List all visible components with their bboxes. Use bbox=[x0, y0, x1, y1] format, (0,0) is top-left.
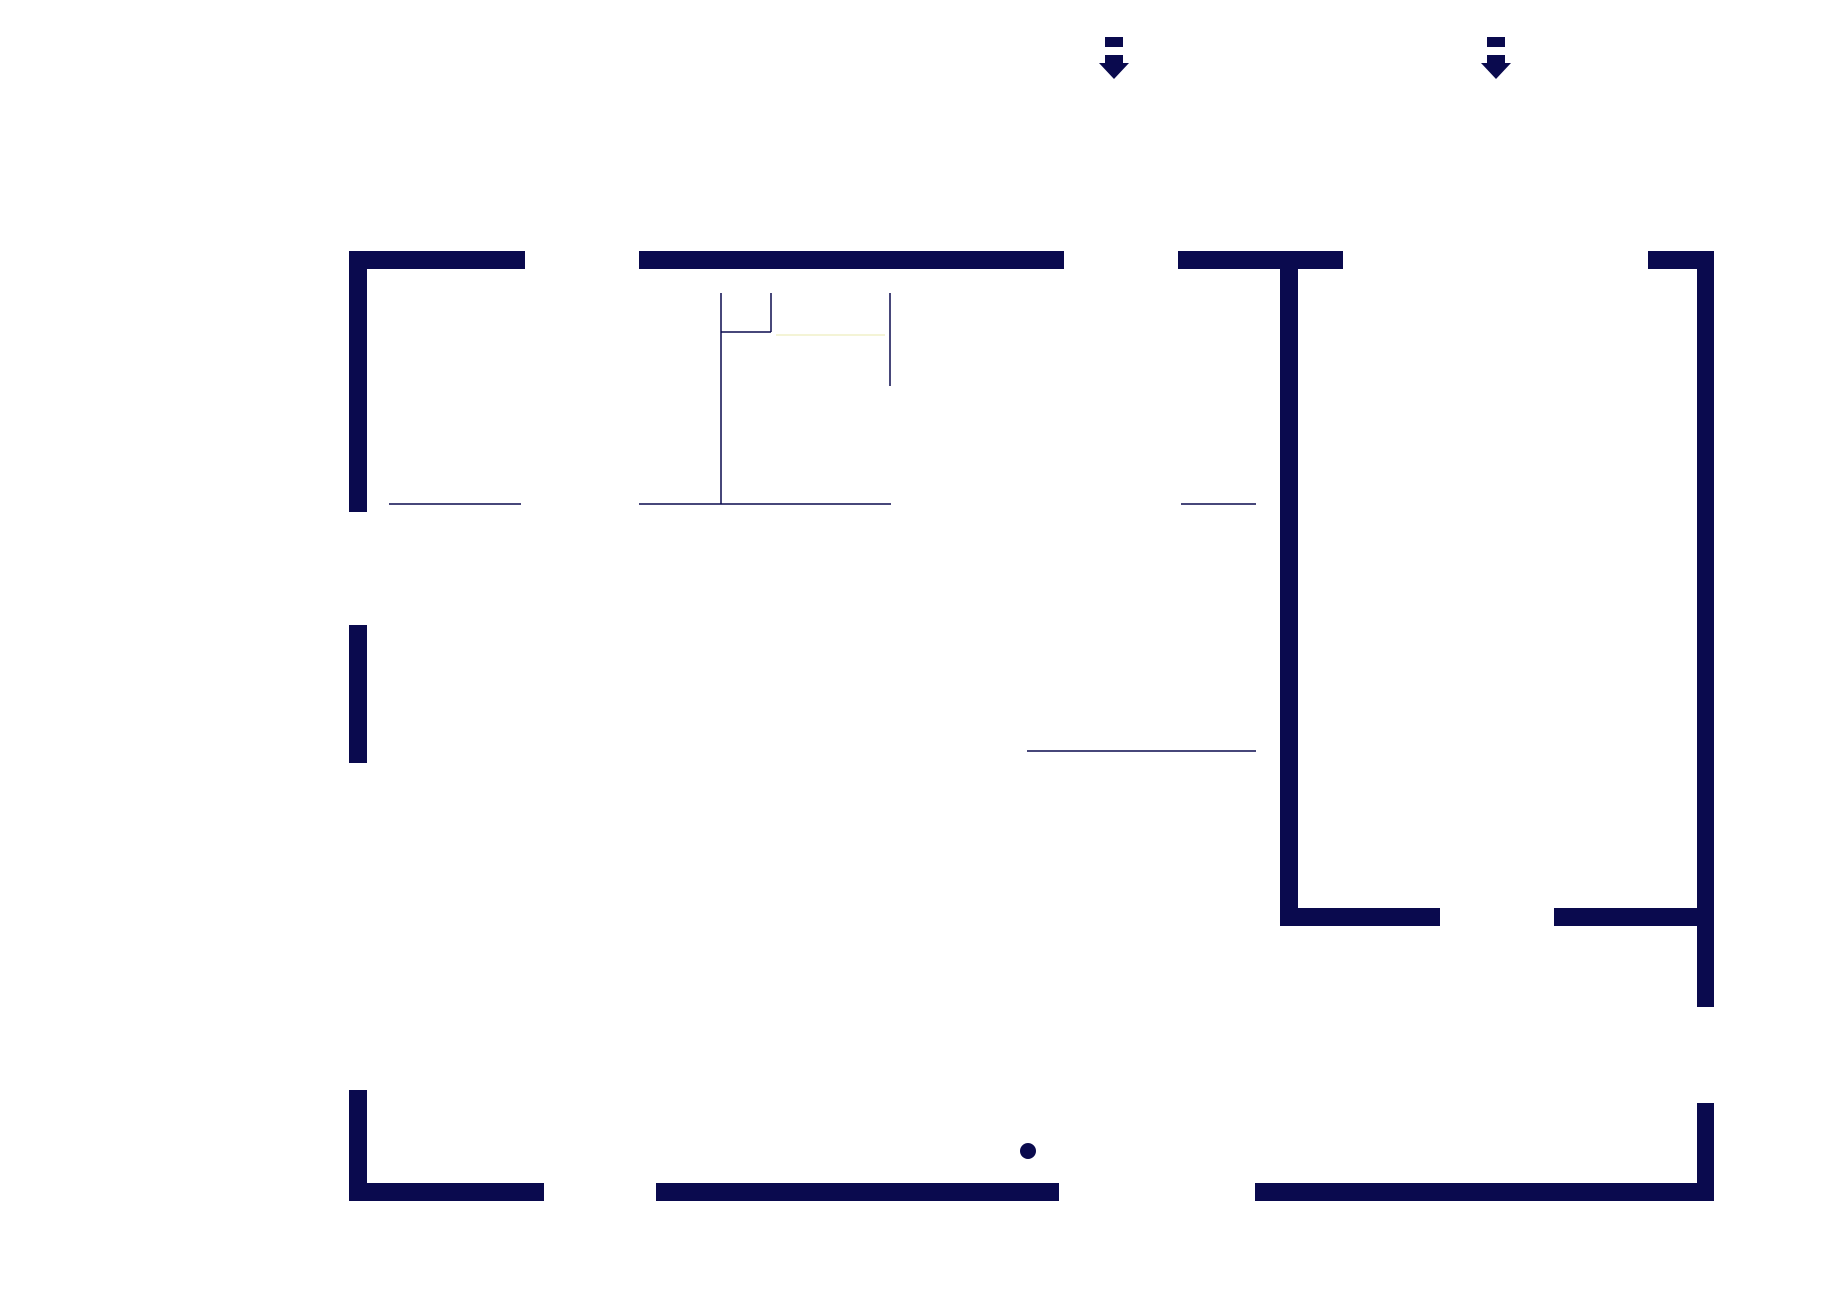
walls bbox=[349, 251, 1714, 1201]
wall-interior-horizontal-2 bbox=[1554, 908, 1714, 926]
entry-arrow-icon-right bbox=[1481, 37, 1511, 79]
entry-arrow-icon-left bbox=[1099, 37, 1129, 79]
wall-bottom-2 bbox=[656, 1183, 1059, 1201]
wall-top-3 bbox=[1178, 251, 1343, 269]
wall-right-1 bbox=[1697, 251, 1714, 1007]
wall-left-1 bbox=[349, 251, 367, 512]
fixture-dot bbox=[1020, 1143, 1036, 1159]
wall-right-2 bbox=[1697, 1103, 1714, 1201]
wall-top-1 bbox=[349, 251, 525, 269]
wall-bottom-3 bbox=[1255, 1183, 1714, 1201]
wall-interior-horizontal-1 bbox=[1280, 908, 1440, 926]
wall-left-2 bbox=[349, 625, 367, 763]
wall-left-3 bbox=[349, 1090, 367, 1201]
wall-top-2 bbox=[639, 251, 1064, 269]
wall-interior-vertical bbox=[1280, 269, 1298, 926]
fixture-lines bbox=[389, 293, 1256, 752]
wall-bottom-1 bbox=[349, 1183, 544, 1201]
